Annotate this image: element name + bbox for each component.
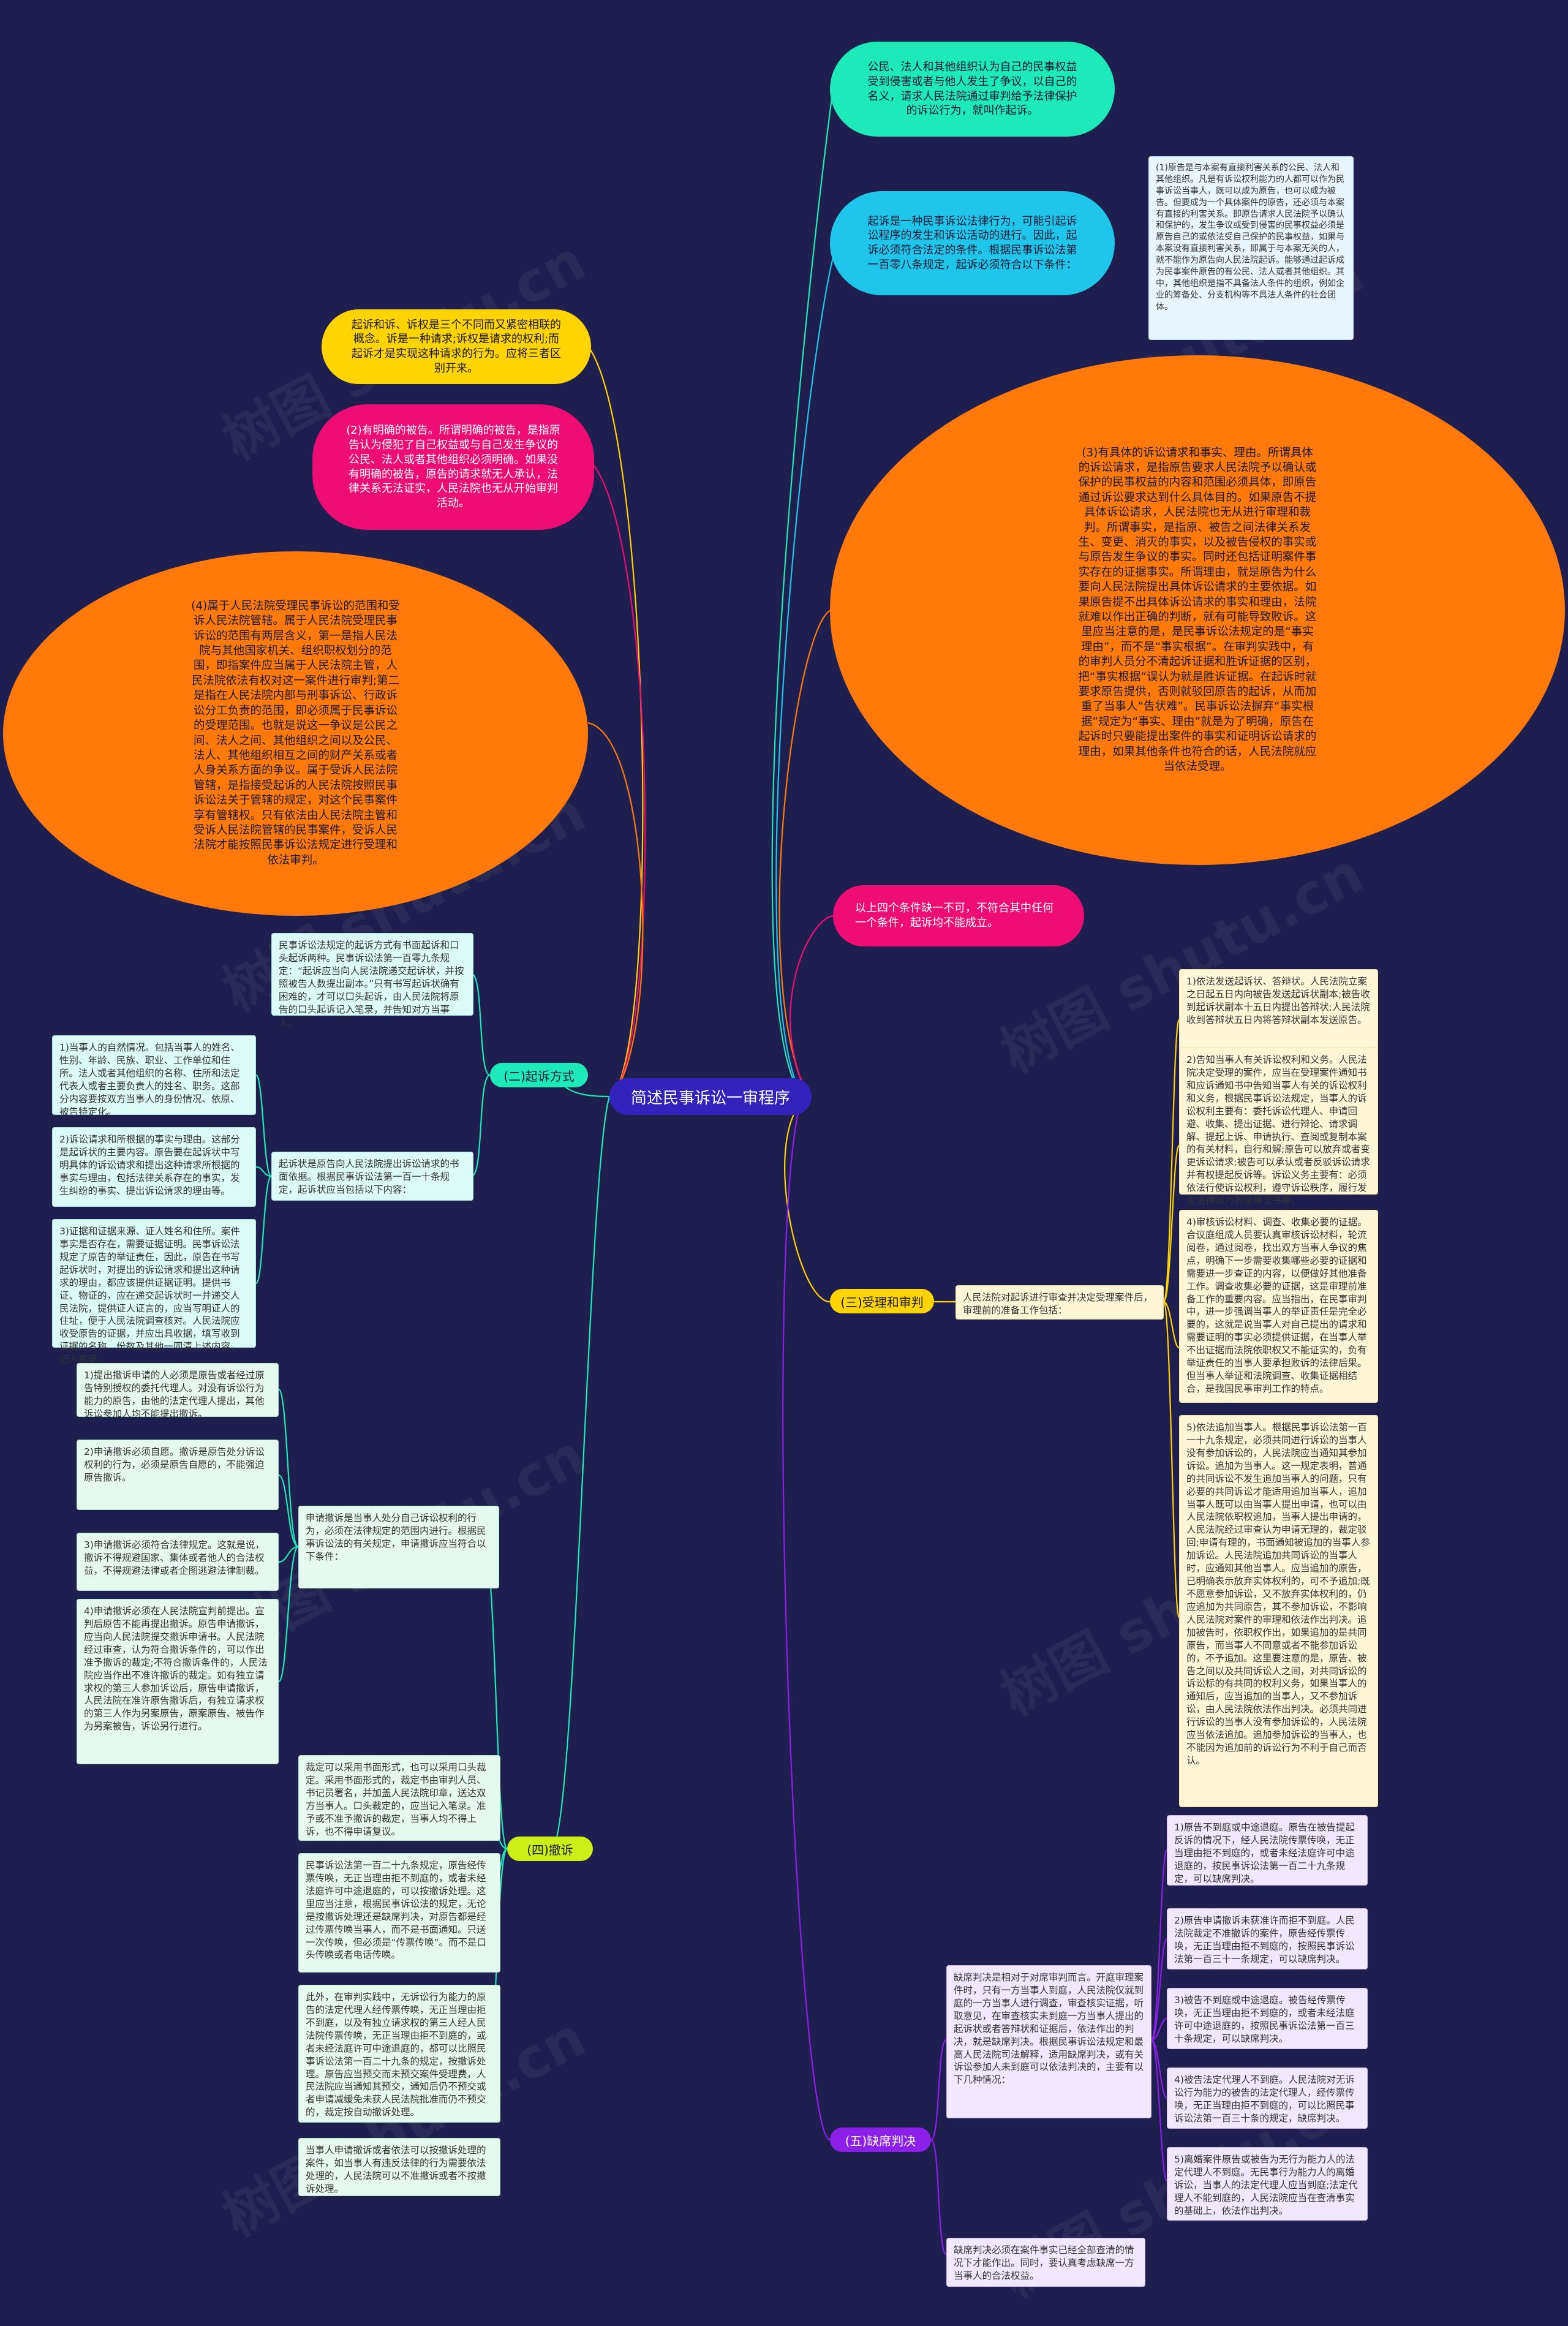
relation-text: 起诉和诉、诉权是三个不同而又紧密相联的概念。诉是一种请求;诉权是请求的权利;而起… [352,318,561,375]
withdrawal-intro: 申请撤诉是当事人处分自己诉讼权利的行为，必须在法律规定的范围内进行。根据民事诉讼… [298,1506,499,1588]
acceptance-item: 4)审核诉讼材料、调查、收集必要的证据。合议庭组成人员要认真审核诉讼材料，轮流阅… [1179,1210,1378,1403]
root-label: 简述民事诉讼一审程序 [630,1089,790,1108]
link-jurisdiction [587,722,644,1097]
link-all-four [790,915,834,1097]
acceptance-item: 2)告知当事人有关诉讼权利和义务。人民法院决定受理的案件，应当在受理案件通知书和… [1179,1048,1378,1206]
default-item: 4)被告法定代理人不到庭。人民法院对无诉讼行为能力的被告的法定代理人，经传票传唤… [1167,2067,1368,2129]
link-default [782,1096,831,2141]
conditions-intro-node[interactable]: 起诉是一种民事诉讼法律行为，可能引起诉讼程序的发生和诉讼活动的进行。因此，起诉必… [830,191,1115,295]
relation-node[interactable]: 起诉和诉、诉权是三个不同而又紧密相联的概念。诉是一种请求;诉权是请求的权利;而起… [322,309,591,384]
link-relation [587,346,644,1097]
link-acceptance [784,1096,831,1303]
branch-filing[interactable]: (二)起诉方式 [490,1063,588,1087]
claims-text: (3)有具体的诉讼请求和事实、理由。所谓具体的诉讼请求，是指原告要求人民法院予以… [1078,446,1317,774]
all-four-text: 以上四个条件缺一不可，不符合其中任何一个条件，起诉均不能成立。 [855,902,1054,929]
withdrawal-note: 此外，在审判实践中，无诉讼行为能力的原告的法定代理人经传票传唤，无正当理由拒不到… [298,1985,500,2123]
conditions-intro-text: 起诉是一种民事诉讼法律行为，可能引起诉讼程序的发生和诉讼活动的进行。因此，起诉必… [867,214,1077,271]
link-claims [778,608,834,1097]
filing-item: 3)证据和证据来源、证人姓名和住所。案件事实是否存在，需要证据证明。民事诉讼法规… [52,1219,256,1365]
default-item: 5)离婚案件原告或被告为无行为能力人的法定代理人不到庭。无民事行为能力人的离婚诉… [1167,2147,1368,2221]
link-defendant [594,465,646,1097]
branch-filing-label: (二)起诉方式 [503,1068,575,1084]
withdrawal-note: 当事人申请撤诉或者依法可以按撤诉处理的案件，如当事人有违反法律的行为需要依法处理… [298,2138,500,2196]
acceptance-intro: 人民法院对起诉进行审查并决定受理案件后，审理前的准备工作包括： [956,1285,1164,1320]
definition-node[interactable]: 公民、法人和其他组织认为自己的民事权益受到侵害或者与他人发生了争议，以自己的名义… [830,42,1115,137]
withdrawal-item: 3)申请撤诉必须符合法律规定。这就是说，撤诉不得规避国家、集体或者他人的合法权益… [77,1533,279,1591]
plaintiff-note: (1)原告是与本案有直接利害关系的公民、法人和其他组织。凡是有诉讼权利能力的人都… [1148,156,1354,340]
filing-note-complaint: 起诉状是原告向人民法院提出诉讼请求的书面依据。根据民事诉讼法第一百一十条规定，起… [271,1152,473,1201]
branch-acceptance[interactable]: (三)受理和审判 [830,1289,934,1313]
claims-node[interactable]: (3)有具体的诉讼请求和事实、理由。所谓具体的诉讼请求，是指原告要求人民法院予以… [830,355,1565,865]
default-intro: 缺席判决是相对于对席审判而言。开庭审理案件时，只有一方当事人到庭，人民法院仅就到… [946,1965,1152,2118]
all-four-node[interactable]: 以上四个条件缺一不可，不符合其中任何一个条件，起诉均不能成立。 [833,885,1084,946]
branch-withdrawal-label: (四)撤诉 [527,1842,573,1857]
link-definition [771,88,834,1097]
acceptance-item: 5)依法追加当事人。根据民事诉讼法第一百一十九条规定，必须共同进行诉讼的当事人没… [1179,1415,1378,1807]
withdrawal-note: 民事诉讼法第一百二十九条规定，原告经传票传唤，无正当理由拒不到庭的，或者未经法庭… [298,1853,500,1973]
withdrawal-note: 裁定可以采用书面形式，也可以采用口头裁定。采用书面形式的，裁定书由审判人员、书记… [298,1755,500,1841]
filing-note-methods: 民事诉讼法规定的起诉方式有书面起诉和口头起诉两种。民事诉讼法第一百零九条规定：“… [271,933,473,1028]
withdrawal-item: 2)申请撤诉必须自愿。撤诉是原告处分诉讼权利的行为，必须是原告自愿的，不能强迫原… [77,1440,279,1510]
withdrawal-item: 1)提出撤诉申请的人必须是原告或者经过原告特别授权的委托代理人。对没有诉讼行为能… [77,1363,279,1419]
branch-default-label: (五)缺席判决 [845,2133,916,2148]
default-item: 1)原告不到庭或中途退庭。原告在被告提起反诉的情况下，经人民法院传票传唤，无正当… [1167,1815,1368,1886]
branch-default[interactable]: (五)缺席判决 [830,2128,931,2152]
default-tail: 缺席判决必须在案件事实已经全部查清的情况下才能作出。同时，要认真考虑缺席一方当事… [946,2238,1145,2287]
link-conditions [775,244,837,1097]
root-node[interactable]: 简述民事诉讼一审程序 [609,1078,812,1115]
definition-text: 公民、法人和其他组织认为自己的民事权益受到侵害或者与他人发生了争议，以自己的名义… [867,61,1077,118]
filing-item: 2)诉讼请求和所根据的事实与理由。这部分是起诉状的主要内容。原告要在起诉状中写明… [52,1127,256,1207]
withdrawal-item: 4)申请撤诉必须在人民法院宣判前提出。宣判后原告不能再提出撤诉。原告申请撤诉，应… [77,1599,279,1764]
filing-item: 1)当事人的自然情况。包括当事人的姓名、性别、年龄、民族、职业、工作单位和住所。… [52,1035,256,1117]
jurisdiction-text: (4)属于人民法院受理民事诉讼的范围和受诉人民法院管辖。属于人民法院受理民事诉讼… [191,599,400,867]
link-withdrawal [551,1096,611,1850]
default-item: 2)原告申请撤诉未获准许而拒不到庭。人民法院裁定不准撤诉的案件，原告经传票传唤，… [1167,1908,1368,1969]
defendant-node[interactable]: (2)有明确的被告。所谓明确的被告，是指原告认为侵犯了自己权益或与自己发生争议的… [312,404,594,530]
defendant-text: (2)有明确的被告。所谓明确的被告，是指原告认为侵犯了自己权益或与自己发生争议的… [346,424,560,510]
branch-withdrawal[interactable]: (四)撤诉 [507,1837,593,1861]
default-item: 3)被告不到庭或中途退庭。被告经传票传唤，无正当理由拒不到庭的，或者未经法庭许可… [1167,1988,1368,2049]
jurisdiction-node[interactable]: (4)属于人民法院受理民事诉讼的范围和受诉人民法院管辖。属于人民法院受理民事诉讼… [3,551,588,916]
branch-acceptance-label: (三)受理和审判 [840,1294,924,1310]
